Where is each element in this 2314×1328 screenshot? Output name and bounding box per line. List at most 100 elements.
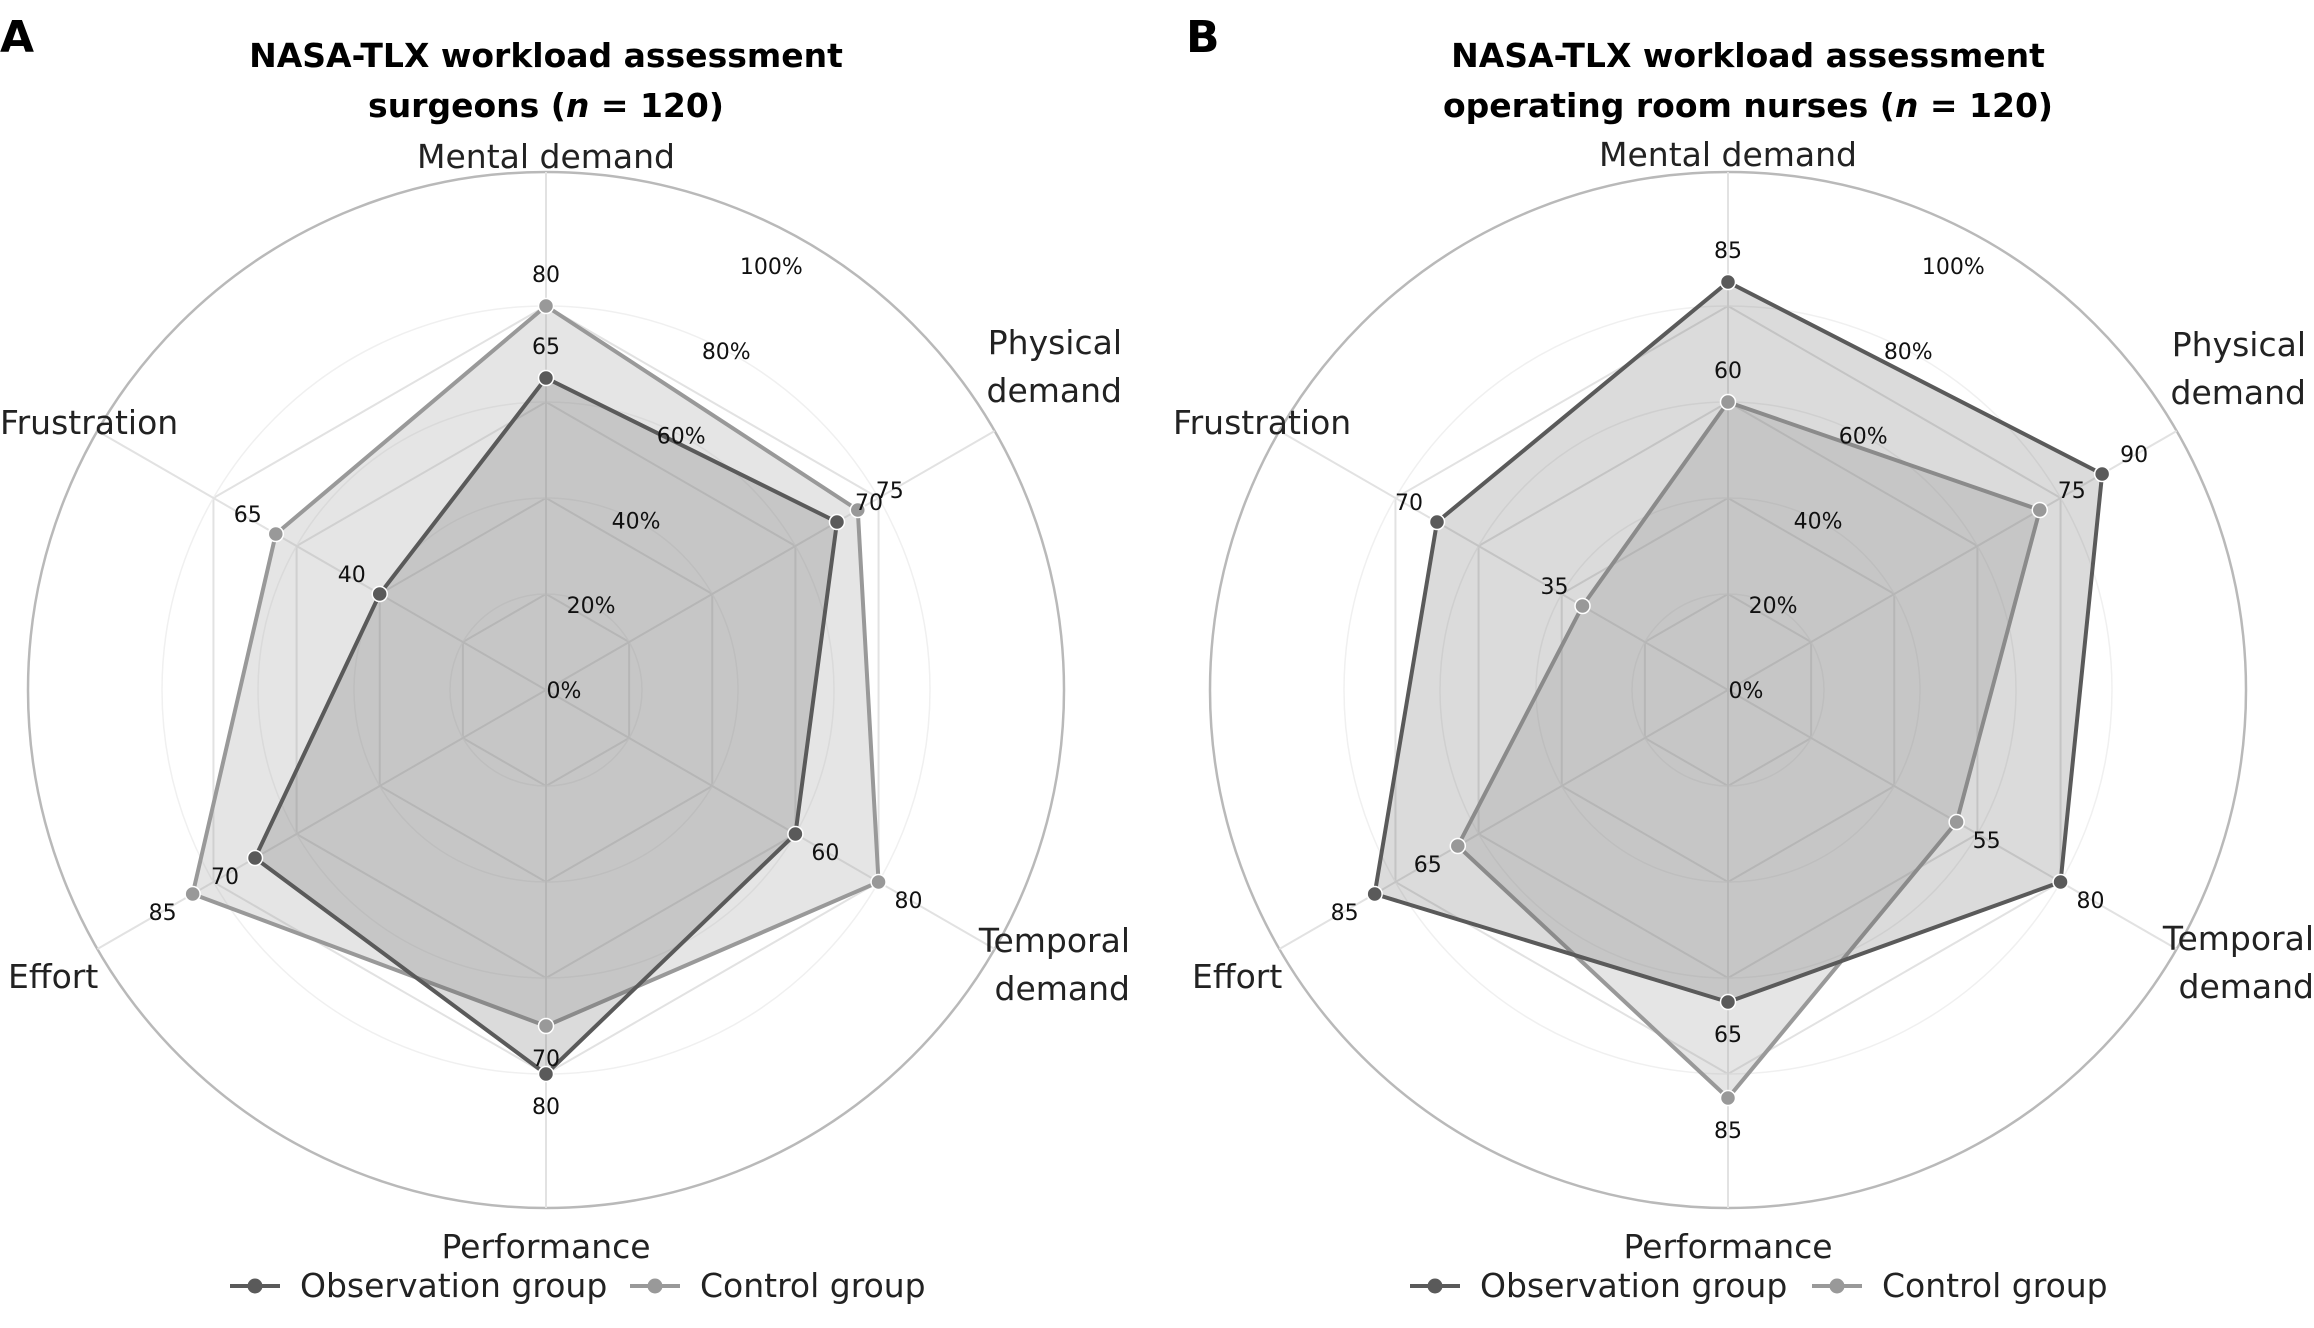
- panel-letter: B: [1186, 12, 1220, 63]
- title-n: n: [566, 86, 590, 125]
- legend-label: Control group: [1882, 1266, 2108, 1305]
- spoke-2: [545, 689, 996, 950]
- legend: Observation group Control group: [230, 1266, 926, 1305]
- axis-label-line: Physical: [988, 323, 1122, 362]
- radial-tick-label: 0%: [1729, 679, 1764, 704]
- radial-tick-label: 20%: [1749, 594, 1798, 619]
- radar-panel-a: A NASA-TLX workload assessment surgeons (n…: [0, 12, 1130, 1305]
- chart-title-line2: surgeons (n = 120): [368, 86, 724, 125]
- spoke-4: [1278, 689, 1729, 950]
- data-point: [1719, 1089, 1737, 1107]
- data-label: 65: [532, 335, 560, 360]
- data-label: 35: [1541, 575, 1569, 600]
- data-label: 70: [532, 1047, 560, 1072]
- data-point: [1948, 813, 1965, 831]
- data-point: [1719, 393, 1737, 411]
- data-point: [537, 1017, 555, 1035]
- radar-grid: [26, 170, 1066, 1210]
- axis-label-line: Temporal: [2162, 919, 2314, 958]
- data-point: [537, 297, 555, 315]
- axis-label-line: Temporal: [978, 921, 1130, 960]
- axis-label: Effort: [8, 957, 98, 996]
- data-label: 70: [1395, 491, 1423, 516]
- data-point: [787, 825, 804, 843]
- radial-tick-label: 40%: [1794, 509, 1843, 534]
- data-label: 65: [1414, 853, 1442, 878]
- data-label: 60: [1714, 359, 1742, 384]
- data-label: 70: [855, 491, 883, 516]
- data-label: 85: [149, 901, 177, 926]
- data-label: 90: [2120, 443, 2148, 468]
- radial-tick-label: 20%: [567, 594, 616, 619]
- axis-label: Physical demand: [987, 323, 1122, 410]
- axis-label-line: Physical: [2172, 325, 2306, 364]
- title-prefix: surgeons (: [368, 86, 566, 125]
- panel-letter: A: [0, 12, 34, 63]
- axis-label: Performance: [1623, 1227, 1832, 1266]
- spoke-1: [545, 430, 996, 691]
- radial-tick-label: 80%: [702, 340, 751, 365]
- data-label: 80: [895, 889, 923, 914]
- data-label: 70: [211, 865, 239, 890]
- data-point: [1428, 513, 1446, 531]
- data-label: 75: [876, 479, 904, 504]
- axis-label: Mental demand: [417, 137, 675, 176]
- axis-label: Temporal demand: [978, 921, 1130, 1008]
- data-point: [1719, 273, 1737, 291]
- axis-label: Performance: [441, 1227, 650, 1266]
- data-point: [537, 369, 555, 387]
- chart-title-line1: NASA-TLX workload assessment: [1451, 36, 2045, 75]
- data-label: 40: [338, 563, 366, 588]
- axis-label-line: demand: [995, 969, 1130, 1008]
- data-point: [246, 849, 264, 867]
- radial-tick-label: 0%: [547, 679, 582, 704]
- data-point: [1449, 837, 1467, 855]
- data-point: [371, 585, 388, 603]
- radial-tick-label: 80%: [1884, 340, 1933, 365]
- legend: Observation group Control group: [1410, 1266, 2108, 1305]
- radial-tick-label: 100%: [740, 255, 803, 280]
- data-point: [267, 525, 285, 543]
- legend-marker: [247, 1278, 263, 1294]
- data-point: [828, 513, 846, 531]
- legend-label: Control group: [700, 1266, 926, 1305]
- legend-marker: [1829, 1278, 1845, 1294]
- title-n: n: [1895, 86, 1919, 125]
- axis-label-line: demand: [987, 371, 1122, 410]
- data-point: [2031, 501, 2049, 519]
- radial-tick-label: 40%: [612, 509, 661, 534]
- radial-tick-label: 100%: [1922, 255, 1985, 280]
- legend-label: Observation group: [1480, 1266, 1787, 1305]
- data-point: [2052, 873, 2069, 891]
- legend-marker: [1427, 1278, 1443, 1294]
- legend-label: Observation group: [300, 1266, 607, 1305]
- data-point: [537, 1065, 555, 1083]
- spoke-4: [96, 689, 547, 950]
- spoke-5: [1278, 430, 1729, 691]
- series-area-observation: [1372, 280, 2105, 1004]
- axis-label-line: demand: [2171, 373, 2306, 412]
- data-label: 65: [234, 503, 262, 528]
- legend-marker: [647, 1278, 663, 1294]
- data-label: 80: [532, 263, 560, 288]
- data-label: 65: [1714, 1023, 1742, 1048]
- title-suffix: = 120): [1918, 86, 2053, 125]
- data-label: 85: [1714, 239, 1742, 264]
- data-point: [184, 885, 201, 903]
- chart-title-line1: NASA-TLX workload assessment: [249, 36, 843, 75]
- data-point: [1719, 993, 1737, 1011]
- title-suffix: = 120): [589, 86, 724, 125]
- data-point: [849, 501, 867, 519]
- data-label: 85: [1714, 1119, 1742, 1144]
- radial-tick-label: 60%: [657, 425, 706, 450]
- axis-label: Frustration: [1173, 403, 1351, 442]
- data-label: 80: [2077, 889, 2105, 914]
- data-point: [1574, 597, 1591, 615]
- data-point: [1366, 885, 1383, 903]
- axis-label: Effort: [1192, 957, 1282, 996]
- data-point: [870, 873, 887, 891]
- axis-label: Mental demand: [1599, 135, 1857, 174]
